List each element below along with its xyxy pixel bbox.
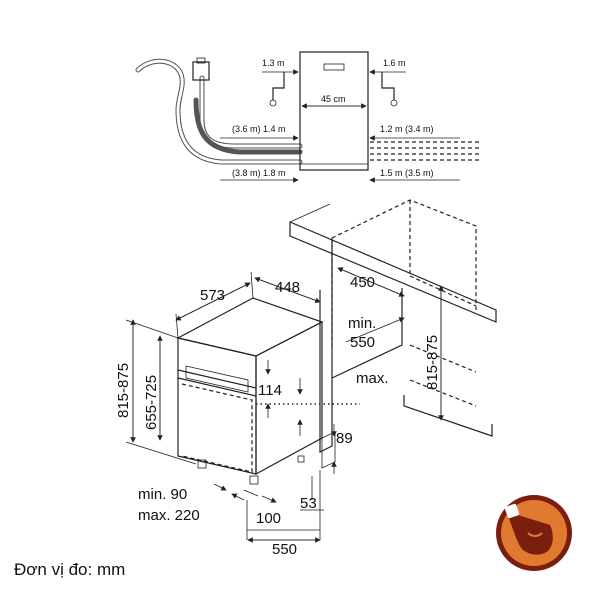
dim-right-upper: 1.2 m (3.4 m) [380,124,434,134]
chef-spatula-logo-icon [496,495,572,571]
countertop-outline [289,221,497,323]
power-plug-right-icon [381,72,395,100]
foot-icon [297,455,305,463]
dim-114: 114 [258,382,282,399]
dim-min-90: min. 90 [138,486,187,503]
dim-655-725: 655-725 [143,375,160,430]
dishwasher-plan-outline [299,51,369,171]
dim-hose-upper: (3.6 m) 1.4 m [232,124,286,134]
power-plug-left-icon [272,72,285,100]
dim-550: 550 [272,541,297,558]
dim-815-875-left: 815-875 [115,363,132,418]
dim-1-3m: 1.3 m [262,58,285,68]
dishwasher-top-surface [176,297,324,357]
foot-icon [197,459,207,469]
dim-hose-lower: (3.8 m) 1.8 m [232,168,286,178]
dim-573: 573 [200,287,225,304]
unit-note: Đơn vị đo: mm [14,560,126,579]
dim-550-value: 550 [350,334,375,351]
dishwasher-front-panel [177,337,257,475]
dim-89: 89 [336,430,353,447]
dim-53: 53 [300,495,317,512]
dim-1-6m: 1.6 m [383,58,406,68]
main-view: 573 448 450 min. 550 815-875 655-725 114… [115,199,497,558]
top-view: 1.3 m 1.6 m 45 cm (3.6 m) 1.4 m (3.8 m) … [135,51,480,183]
dim-448: 448 [275,279,300,296]
dim-max-label: max. [356,370,389,387]
dim-max-220: max. 220 [138,507,200,524]
dim-100: 100 [256,510,281,527]
dim-right-lower: 1.5 m (3.5 m) [380,168,434,178]
dim-815-875-right: 815-875 [424,335,441,390]
aqua-stop-valve-icon [192,61,210,81]
dim-45cm: 45 cm [321,94,346,104]
foot-icon [249,475,259,485]
dim-450: 450 [350,274,375,291]
dim-min-label: min. [348,315,376,332]
